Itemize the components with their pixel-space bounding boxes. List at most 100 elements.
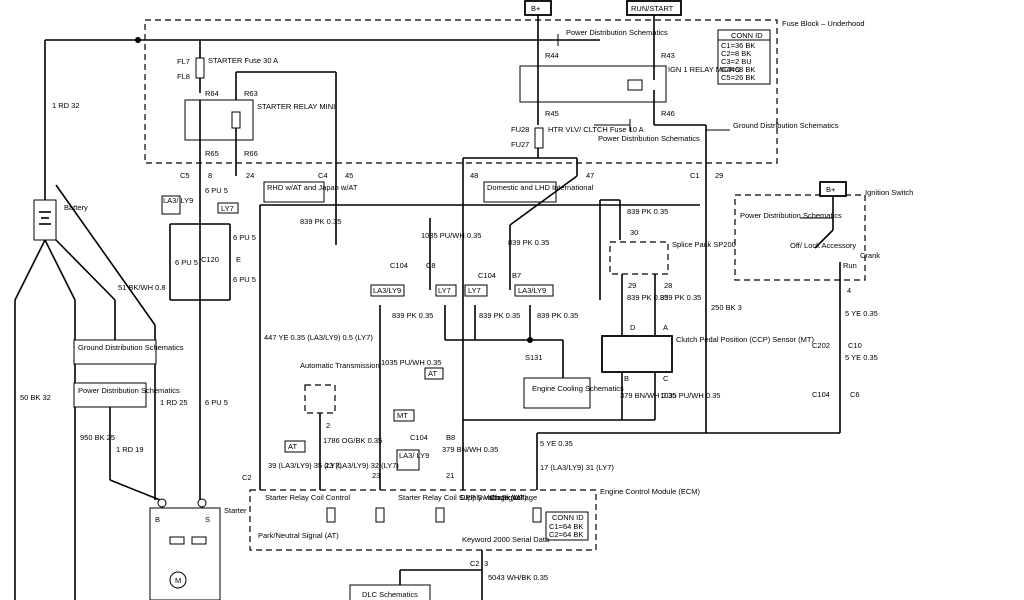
psched-mid: Power Distribution Schematics <box>598 134 700 143</box>
ign-psched: Power Distribution Schematics <box>740 211 842 220</box>
wire-pk-a: 839 PK 0.35 <box>300 217 341 226</box>
run-label: Run <box>843 261 857 270</box>
pin-b: B <box>624 374 629 383</box>
wire-ye5b: 5 YE 0.35 <box>845 353 878 362</box>
mt-opt <box>393 409 415 422</box>
wire-pk-c: 839 PK 0.35 <box>392 311 433 320</box>
fuse-fu28: FU28 <box>511 125 529 134</box>
at1-label: AT <box>428 369 437 378</box>
starter-relay <box>184 99 254 141</box>
ecm-boundary <box>249 489 597 551</box>
ignition-switch-boundary <box>734 194 866 281</box>
pin-a: A <box>663 323 668 332</box>
ign1-relay <box>519 65 667 103</box>
engine-cooling-box <box>523 377 591 409</box>
la3ly9-opt-b <box>370 284 405 297</box>
motor-m: M <box>175 576 181 585</box>
wire-bk3: 250 BK 3 <box>711 303 742 312</box>
fuse-conn-row: C3=2 BU <box>721 57 752 66</box>
pin-47: 47 <box>586 171 594 180</box>
fuse-fl8: FL8 <box>177 72 190 81</box>
ecm-conn-row: C2=64 BK <box>549 530 583 539</box>
wire-puwh2: 1035 PU/WH 0.35 <box>381 358 441 367</box>
wire-puwh3: 1035 PU/WH 0.35 <box>660 391 720 400</box>
dlc-label: DLC Schematics <box>362 590 418 599</box>
wire-bnwh2: 379 BN/WH 0.35 <box>620 391 676 400</box>
psched-top: Power Distribution Schematics <box>566 28 668 37</box>
auto-trans-boundary <box>304 384 336 414</box>
ecm-conn-title: CONN ID <box>552 513 584 522</box>
la3ly9-opt-d <box>396 449 420 471</box>
starter-b: B <box>155 515 160 524</box>
pin-24: 24 <box>246 171 254 180</box>
ly7c-label: LY7 <box>468 286 481 295</box>
ecm-conn-row: C1=64 BK <box>549 522 583 531</box>
conn-c104d: C104 <box>812 390 830 399</box>
conn-c2b: C2 <box>470 559 480 568</box>
pin-e: E <box>236 255 241 264</box>
wire-rd25: 1 RD 25 <box>160 398 188 407</box>
pin-r45: R45 <box>545 109 559 118</box>
ly7-opt-b <box>435 284 457 297</box>
wire-pk-d: 839 PK 0.35 <box>479 311 520 320</box>
starter-fuse <box>195 57 205 79</box>
wire-pk-g: 839 PK 0.35 <box>627 293 668 302</box>
la3ly9-opt <box>161 195 181 215</box>
at-opt-1 <box>424 367 444 380</box>
battery-label: Battery <box>64 203 88 212</box>
la3ly9c-label: LA3/LY9 <box>518 286 546 295</box>
wire-bnwh1: 379 BN/WH 0.35 <box>442 445 498 454</box>
ign1-relay-label: IGN 1 RELAY MICRO <box>668 65 741 74</box>
pin-8: 8 <box>208 171 212 180</box>
ccp-label: Clutch Pedal Position (CCP) Sensor (MT) <box>676 335 814 344</box>
conn-c104b: C104 <box>478 271 496 280</box>
pin-28: 28 <box>664 281 672 290</box>
wire-oggbk: 1786 OG/BK 0.35 <box>323 436 382 445</box>
engine-cooling-label: Engine Cooling Schematics <box>532 384 624 393</box>
fuse-conn-row: C1=36 BK <box>721 41 755 50</box>
ecm-sig-5: Crank Voltage <box>490 493 537 502</box>
wire-pk-f: 839 PK 0.35 <box>627 207 668 216</box>
wire-pu5c: 6 PU 5 <box>233 233 256 242</box>
conn-c120: C120 <box>201 255 219 264</box>
wire-pk-b: 839 PK 0.35 <box>508 238 549 247</box>
starter-label: Starter <box>224 506 247 515</box>
wire-pu5d: 6 PU 5 <box>233 275 256 284</box>
pin-c5: C5 <box>180 171 190 180</box>
ecm-sig-3: Starter Relay Coil Supply Voltage (MT) <box>398 493 527 502</box>
splice-pack <box>609 241 669 275</box>
wire-pu5e: 6 PU 5 <box>205 398 228 407</box>
pin-48: 48 <box>470 171 478 180</box>
rhd-label: RHD w/AT and Japan w/AT <box>267 183 358 192</box>
pin-23: 23 <box>372 471 380 480</box>
la3ly9d-label: LA3/ LY9 <box>399 451 429 460</box>
power-dist-label: Power Distribution Schematics <box>78 386 180 395</box>
pin-r46: R46 <box>661 109 675 118</box>
starter-s: S <box>205 515 210 524</box>
starter-fuse-label: STARTER Fuse 30 A <box>208 56 278 65</box>
ign1-relay-coil <box>627 79 643 91</box>
mt-label: MT <box>397 411 408 420</box>
bplus-label: B+ <box>531 4 541 13</box>
ecm-label: Engine Control Module (ECM) <box>600 487 701 496</box>
ecm-p23b: 23 (LA3/LY9) 32 (LY7) <box>325 461 399 470</box>
htr-fuse <box>534 127 544 149</box>
conn-c104c: C104 <box>410 433 428 442</box>
bplus2-label: B+ <box>826 185 836 194</box>
pin-b8: B8 <box>446 433 455 442</box>
la3ly9-label: LA3/ LY9 <box>163 196 193 205</box>
ecm-conn-id <box>545 511 589 541</box>
pin-r44: R44 <box>545 51 559 60</box>
pin-c4: C4 <box>318 171 328 180</box>
wire-ye5a: 5 YE 0.35 <box>845 309 878 318</box>
motor-icon <box>169 571 187 589</box>
at2-label: AT <box>288 442 297 451</box>
fuse-fu27: FU27 <box>511 140 529 149</box>
pin-r63: R63 <box>244 89 258 98</box>
power-dist-box <box>73 382 147 408</box>
auto-trans-label: Automatic Transmission <box>300 361 380 370</box>
rhd-opt <box>263 181 325 203</box>
ecm-sig-2: Park/Neutral Signal (AT) <box>258 531 339 540</box>
